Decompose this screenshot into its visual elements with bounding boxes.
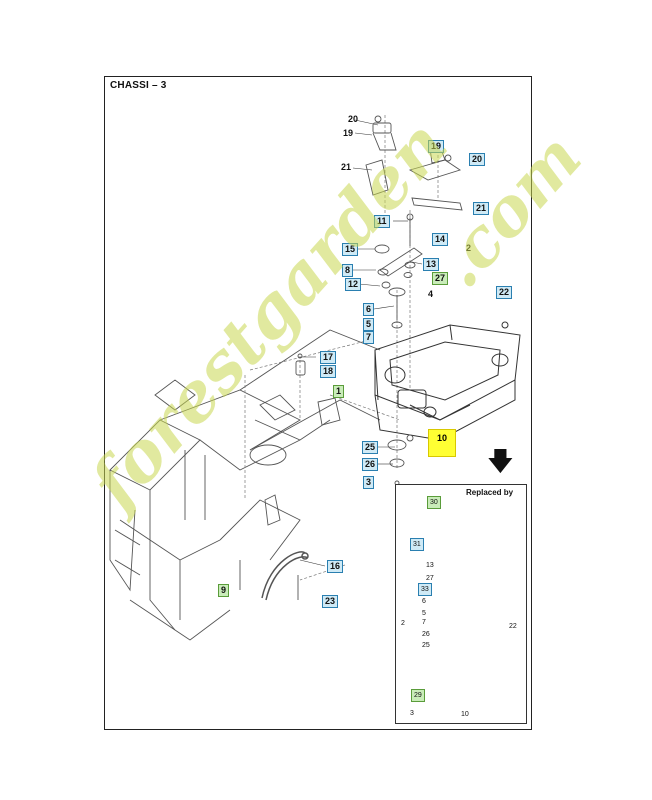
- callout-22[interactable]: 22: [509, 623, 517, 630]
- callout-27[interactable]: 27: [432, 272, 449, 285]
- damper-stack: [374, 213, 423, 329]
- callout-3[interactable]: 3: [410, 710, 414, 717]
- callout-1[interactable]: 1: [333, 385, 345, 398]
- callout-30[interactable]: 30: [427, 496, 441, 509]
- replaced-by-title: Replaced by: [466, 488, 514, 497]
- callout-10[interactable]: 10: [461, 711, 469, 718]
- callout-11[interactable]: 11: [374, 215, 390, 228]
- callout-18[interactable]: 18: [320, 365, 337, 378]
- callout-31[interactable]: 31: [410, 538, 424, 551]
- callout-21[interactable]: 21: [473, 202, 490, 215]
- callout-13[interactable]: 13: [423, 258, 440, 271]
- replaced-by-panel: [395, 484, 527, 724]
- highlighted-part-10[interactable]: 10: [428, 429, 456, 457]
- callout-26[interactable]: 26: [362, 458, 379, 471]
- callout-2[interactable]: 2: [466, 243, 472, 253]
- lower-fasteners: [239, 353, 414, 600]
- callout-16[interactable]: 16: [327, 560, 344, 573]
- main-body-housing: [374, 321, 521, 441]
- callout-29[interactable]: 29: [411, 689, 425, 702]
- callout-8[interactable]: 8: [342, 264, 354, 277]
- callout-7[interactable]: 7: [363, 331, 375, 344]
- callout-4[interactable]: 4: [428, 289, 434, 299]
- callout-20[interactable]: 20: [469, 153, 486, 166]
- callout-20[interactable]: 20: [348, 114, 359, 124]
- callout-9[interactable]: 9: [218, 584, 230, 597]
- callout-6[interactable]: 6: [422, 598, 426, 605]
- chassis-frame-drawing: [109, 329, 381, 641]
- callout-27[interactable]: 27: [426, 575, 434, 582]
- callout-19[interactable]: 19: [428, 140, 445, 153]
- callout-2[interactable]: 2: [401, 620, 405, 627]
- callout-5[interactable]: 5: [363, 318, 375, 331]
- callout-25[interactable]: 25: [422, 642, 430, 649]
- callout-5[interactable]: 5: [422, 610, 426, 617]
- callout-25[interactable]: 25: [362, 441, 379, 454]
- support-hoop-16: [261, 551, 309, 601]
- callout-15[interactable]: 15: [342, 243, 359, 256]
- callout-21[interactable]: 21: [341, 162, 352, 172]
- callout-19[interactable]: 19: [343, 128, 354, 138]
- callout-23[interactable]: 23: [322, 595, 339, 608]
- callout-14[interactable]: 14: [432, 233, 449, 246]
- callout-6[interactable]: 6: [363, 303, 375, 316]
- callout-13[interactable]: 13: [426, 562, 434, 569]
- upper-brackets: [365, 115, 463, 211]
- diagram-title: CHASSI – 3: [110, 80, 167, 91]
- callout-7[interactable]: 7: [422, 619, 426, 626]
- callout-26[interactable]: 26: [422, 631, 430, 638]
- callout-3[interactable]: 3: [363, 476, 375, 489]
- callout-17[interactable]: 17: [320, 351, 337, 364]
- callout-22[interactable]: 22: [496, 286, 513, 299]
- callout-12[interactable]: 12: [345, 278, 362, 291]
- down-arrow-icon: 🡇: [487, 446, 514, 476]
- callout-33[interactable]: 33: [418, 583, 432, 596]
